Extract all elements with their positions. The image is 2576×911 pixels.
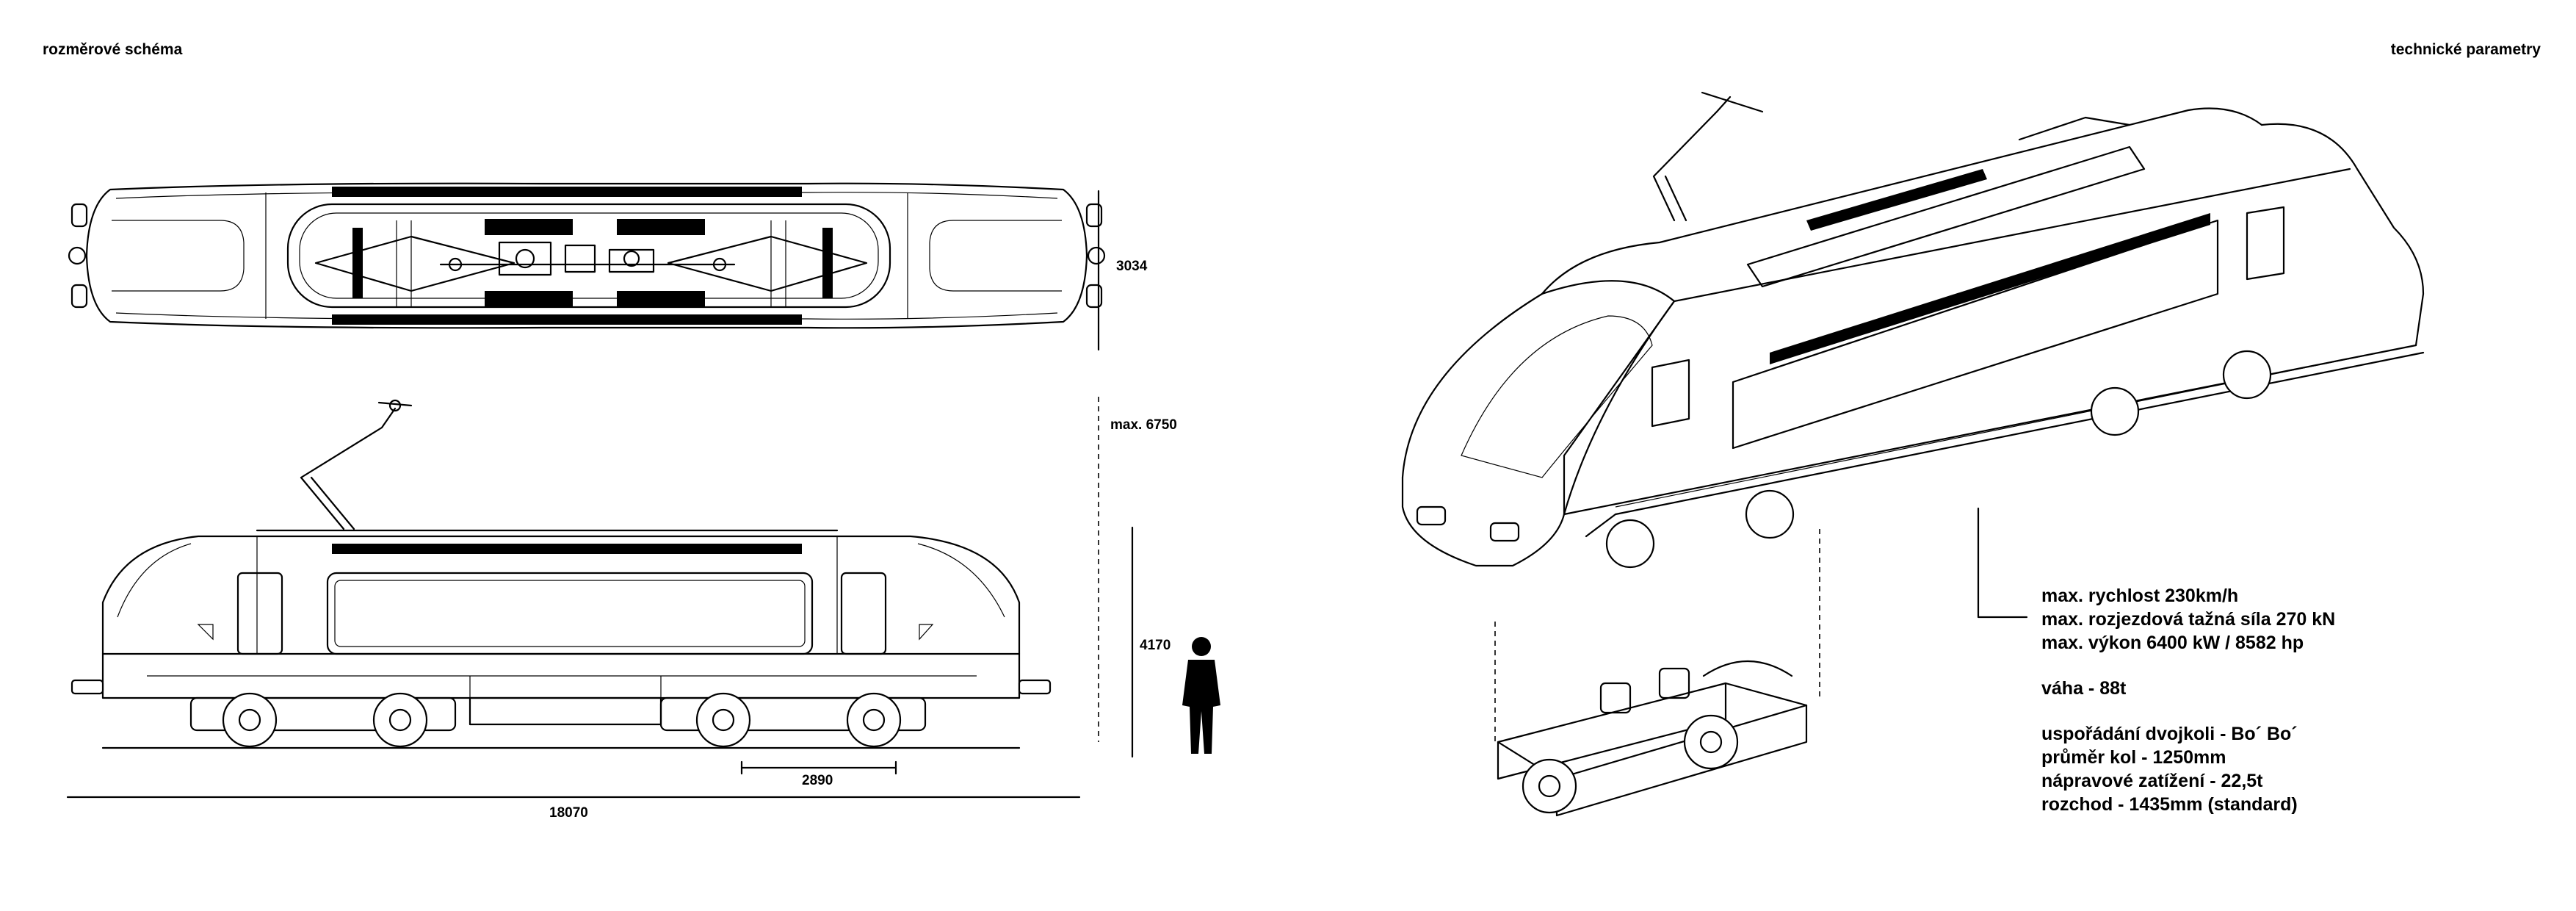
side-view-drawing: [70, 399, 1052, 749]
right-section-title: technické parametry: [2390, 41, 2541, 58]
body-height-dimension-label: 4170: [1140, 638, 1171, 653]
dimension-lines: [66, 190, 1134, 799]
param-weight: váha - 88t: [2041, 678, 2127, 699]
param-wheel-diameter: průměr kol - 1250mm: [2041, 747, 2226, 768]
top-view-drawing: [68, 182, 1106, 329]
technical-parameters-block: max. rychlost 230km/h max. rozjezdová ta…: [2041, 584, 2335, 816]
human-scale-figure: [1182, 637, 1220, 754]
max-height-dimension-label: max. 6750: [1110, 417, 1177, 433]
parameters-leader-line: [1977, 507, 2028, 619]
left-section-title: rozměrové schéma: [43, 41, 183, 58]
bogie-distance-dimension-label: 2890: [802, 773, 833, 788]
bogie-detail-drawing: [1494, 529, 1820, 817]
param-tractive-effort: max. rozjezdová tažná síla 270 kN: [2041, 609, 2336, 630]
param-max-power: max. výkon 6400 kW / 8582 hp: [2041, 633, 2304, 653]
param-axle-load: nápravové zatížení - 22,5t: [2041, 771, 2263, 791]
param-max-speed: max. rychlost 230km/h: [2041, 586, 2239, 606]
length-dimension-label: 18070: [549, 805, 588, 821]
param-gauge: rozchod - 1435mm (standard): [2041, 794, 2298, 815]
param-axle-arrangement: uspořádání dvojkoli - Bo´ Bo´: [2041, 724, 2298, 744]
isometric-view-drawing: [1401, 91, 2425, 569]
width-dimension-label: 3034: [1116, 259, 1148, 274]
